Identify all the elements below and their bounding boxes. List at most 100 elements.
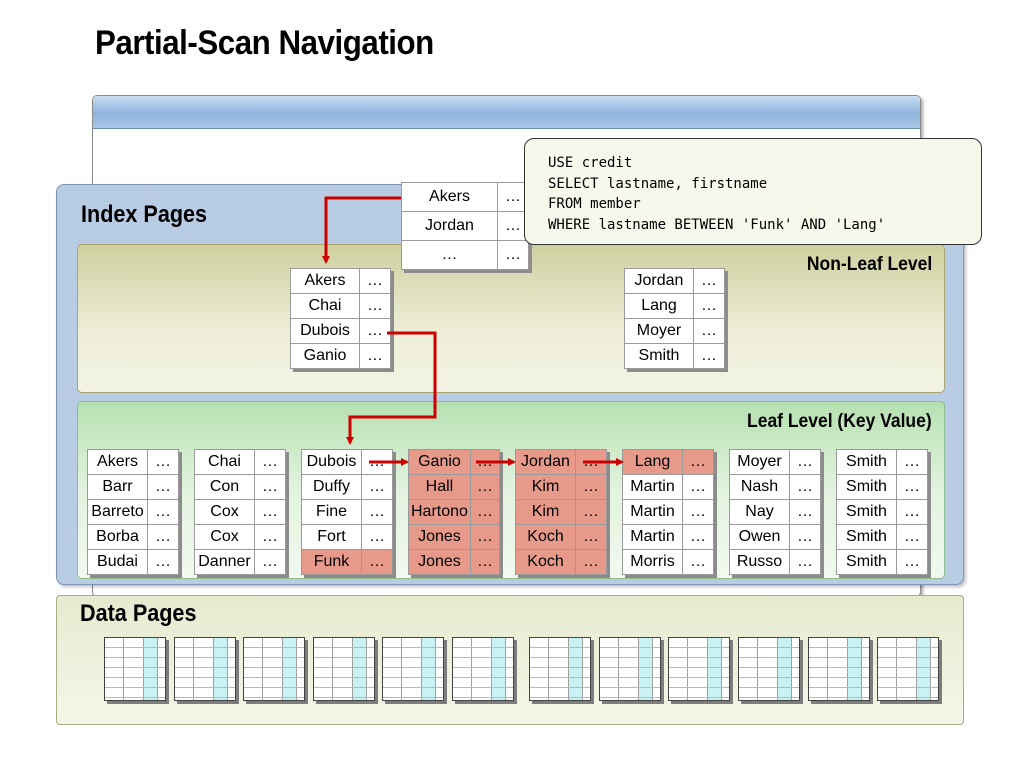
leaf-key: Fine [301, 499, 362, 525]
page-title: Partial-Scan Navigation [95, 24, 434, 62]
leaf-key: Nay [729, 499, 790, 525]
leaf-pointer: … [361, 449, 393, 475]
leaf-index-page: Akers… Barr… Barreto… Borba… Budai… [87, 449, 179, 575]
root-index-page: Akers… Jordan… …… [401, 182, 529, 270]
leaf-pointer: … [789, 474, 821, 500]
leaf-pointer: … [575, 474, 607, 500]
leaf-key: Cox [194, 524, 255, 550]
leaf-key-highlighted: Ganio [408, 449, 471, 475]
leaf-key: Chai [194, 449, 255, 475]
leaf-key-highlighted: Hall [408, 474, 471, 500]
leaf-key: Smith [836, 474, 897, 500]
data-page [668, 637, 730, 701]
leaf-pointer: … [147, 549, 179, 575]
leaf-index-page: Chai… Con… Cox… Cox… Danner… [194, 449, 286, 575]
leaf-key: Moyer [729, 449, 790, 475]
leaf-key: Russo [729, 549, 790, 575]
index-pointer: … [693, 343, 725, 369]
leaf-pointer: … [254, 474, 286, 500]
sql-query-box: USE credit SELECT lastname, firstname FR… [524, 138, 982, 245]
leaf-pointer: … [469, 474, 501, 500]
leaf-pointer: … [896, 524, 928, 550]
leaf-key: Barr [87, 474, 148, 500]
leaf-pointer: … [469, 524, 501, 550]
leaf-key-highlighted: Koch [515, 549, 576, 575]
leaf-key-highlighted: Hartono [408, 499, 471, 525]
sql-line: USE credit [548, 155, 633, 171]
leaf-key: Martin [622, 499, 683, 525]
leaf-pointer: … [896, 549, 928, 575]
leaf-pointer: … [682, 499, 714, 525]
leaf-key-highlighted: Jones [408, 549, 471, 575]
leaf-pointer: … [147, 449, 179, 475]
leaf-key: Barreto [87, 499, 148, 525]
leaf-index-page-highlighted: Ganio… Hall… Hartono… Jones… Jones… [408, 449, 501, 575]
leaf-pointer: … [575, 499, 607, 525]
index-pointer: … [693, 268, 725, 294]
leaf-pointer: … [896, 499, 928, 525]
data-page [529, 637, 591, 701]
data-page [104, 637, 166, 701]
index-key: Chai [290, 293, 360, 319]
sql-line: SELECT lastname, firstname [548, 175, 768, 192]
leaf-pointer: … [147, 524, 179, 550]
leaf-index-page: Dubois… Duffy… Fine… Fort… Funk… [301, 449, 393, 575]
leaf-key-highlighted: Kim [515, 499, 576, 525]
leaf-key-highlighted: Jordan [515, 449, 576, 475]
index-pointer: … [359, 268, 391, 294]
leaf-key: Martin [622, 524, 683, 550]
leaf-index-page-highlighted: Jordan… Kim… Kim… Koch… Koch… [515, 449, 607, 575]
leaf-key: Fort [301, 524, 362, 550]
data-page [313, 637, 375, 701]
leaf-pointer: … [682, 549, 714, 575]
index-pointer: … [693, 293, 725, 319]
leaf-pointer: … [575, 449, 607, 475]
index-key: Akers [290, 268, 360, 294]
index-pointer: … [693, 318, 725, 344]
data-pages-label: Data Pages [80, 600, 197, 627]
leaf-key: Duffy [301, 474, 362, 500]
leaf-level-label: Leaf Level (Key Value) [747, 411, 932, 432]
index-key: Lang [624, 293, 694, 319]
leaf-pointer: … [361, 524, 393, 550]
data-page [738, 637, 800, 701]
leaf-pointer: … [254, 499, 286, 525]
leaf-key: Morris [622, 549, 683, 575]
leaf-pointer: … [682, 474, 714, 500]
leaf-key: Smith [836, 499, 897, 525]
data-page [243, 637, 305, 701]
leaf-key: Smith [836, 549, 897, 575]
leaf-key: Owen [729, 524, 790, 550]
leaf-pointer: … [789, 524, 821, 550]
leaf-key: Nash [729, 474, 790, 500]
nonleaf-index-page: Akers… Chai… Dubois… Ganio… [290, 268, 391, 369]
root-key: Akers [401, 182, 498, 212]
leaf-pointer: … [254, 549, 286, 575]
leaf-index-page: Lang… Martin… Martin… Martin… Morris… [622, 449, 714, 575]
data-page [174, 637, 236, 701]
leaf-pointer: … [254, 524, 286, 550]
window-title-bar [93, 96, 920, 129]
leaf-pointer: … [789, 449, 821, 475]
leaf-pointer: … [254, 449, 286, 475]
leaf-key: Akers [87, 449, 148, 475]
leaf-pointer: … [361, 499, 393, 525]
leaf-pointer: … [147, 474, 179, 500]
leaf-key: Danner [194, 549, 255, 575]
leaf-pointer: … [469, 449, 501, 475]
data-page [452, 637, 514, 701]
data-page [382, 637, 444, 701]
leaf-key-highlighted: Kim [515, 474, 576, 500]
leaf-key-highlighted: Funk [301, 549, 362, 575]
index-key: Dubois [290, 318, 360, 344]
data-page [808, 637, 870, 701]
non-leaf-level-label: Non-Leaf Level [806, 254, 932, 275]
leaf-pointer: … [896, 474, 928, 500]
index-key: Moyer [624, 318, 694, 344]
leaf-key: Budai [87, 549, 148, 575]
leaf-pointer: … [575, 549, 607, 575]
leaf-key: Borba [87, 524, 148, 550]
root-pointer: … [497, 240, 529, 270]
leaf-key: Con [194, 474, 255, 500]
index-key: Jordan [624, 268, 694, 294]
